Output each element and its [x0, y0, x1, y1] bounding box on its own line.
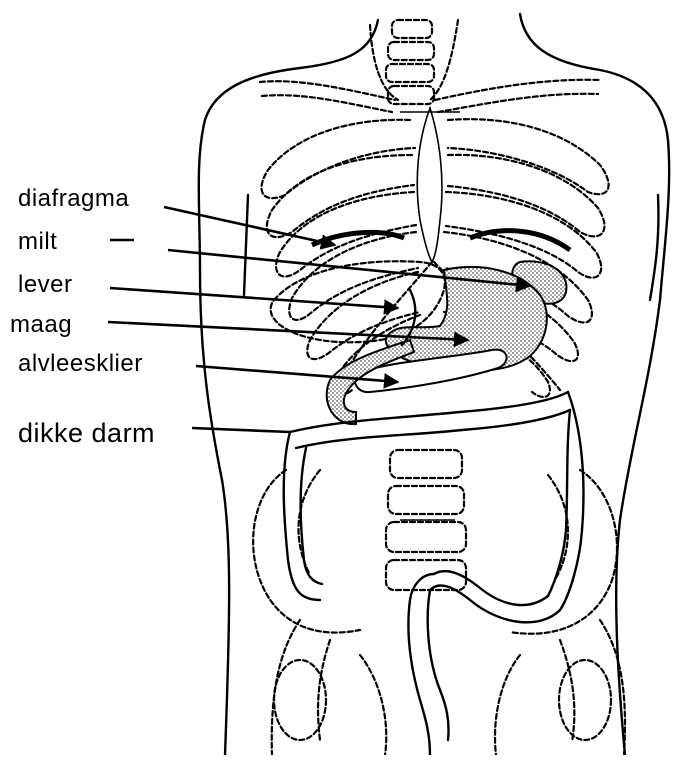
- label-diafragma: diafragma: [18, 187, 129, 211]
- large-intestine: [284, 392, 584, 755]
- label-maag: maag: [10, 313, 72, 337]
- diaphragm: [312, 231, 570, 250]
- label-alvleesklier: alvleesklier: [18, 352, 143, 376]
- duodenum: [327, 290, 416, 424]
- label-lever: lever: [18, 273, 73, 297]
- lumbar-spine: [386, 450, 466, 590]
- pelvis: [253, 470, 625, 755]
- cervical-spine: [370, 20, 458, 104]
- label-milt: milt: [18, 230, 57, 254]
- label-dikke-darm: dikke darm: [18, 420, 155, 447]
